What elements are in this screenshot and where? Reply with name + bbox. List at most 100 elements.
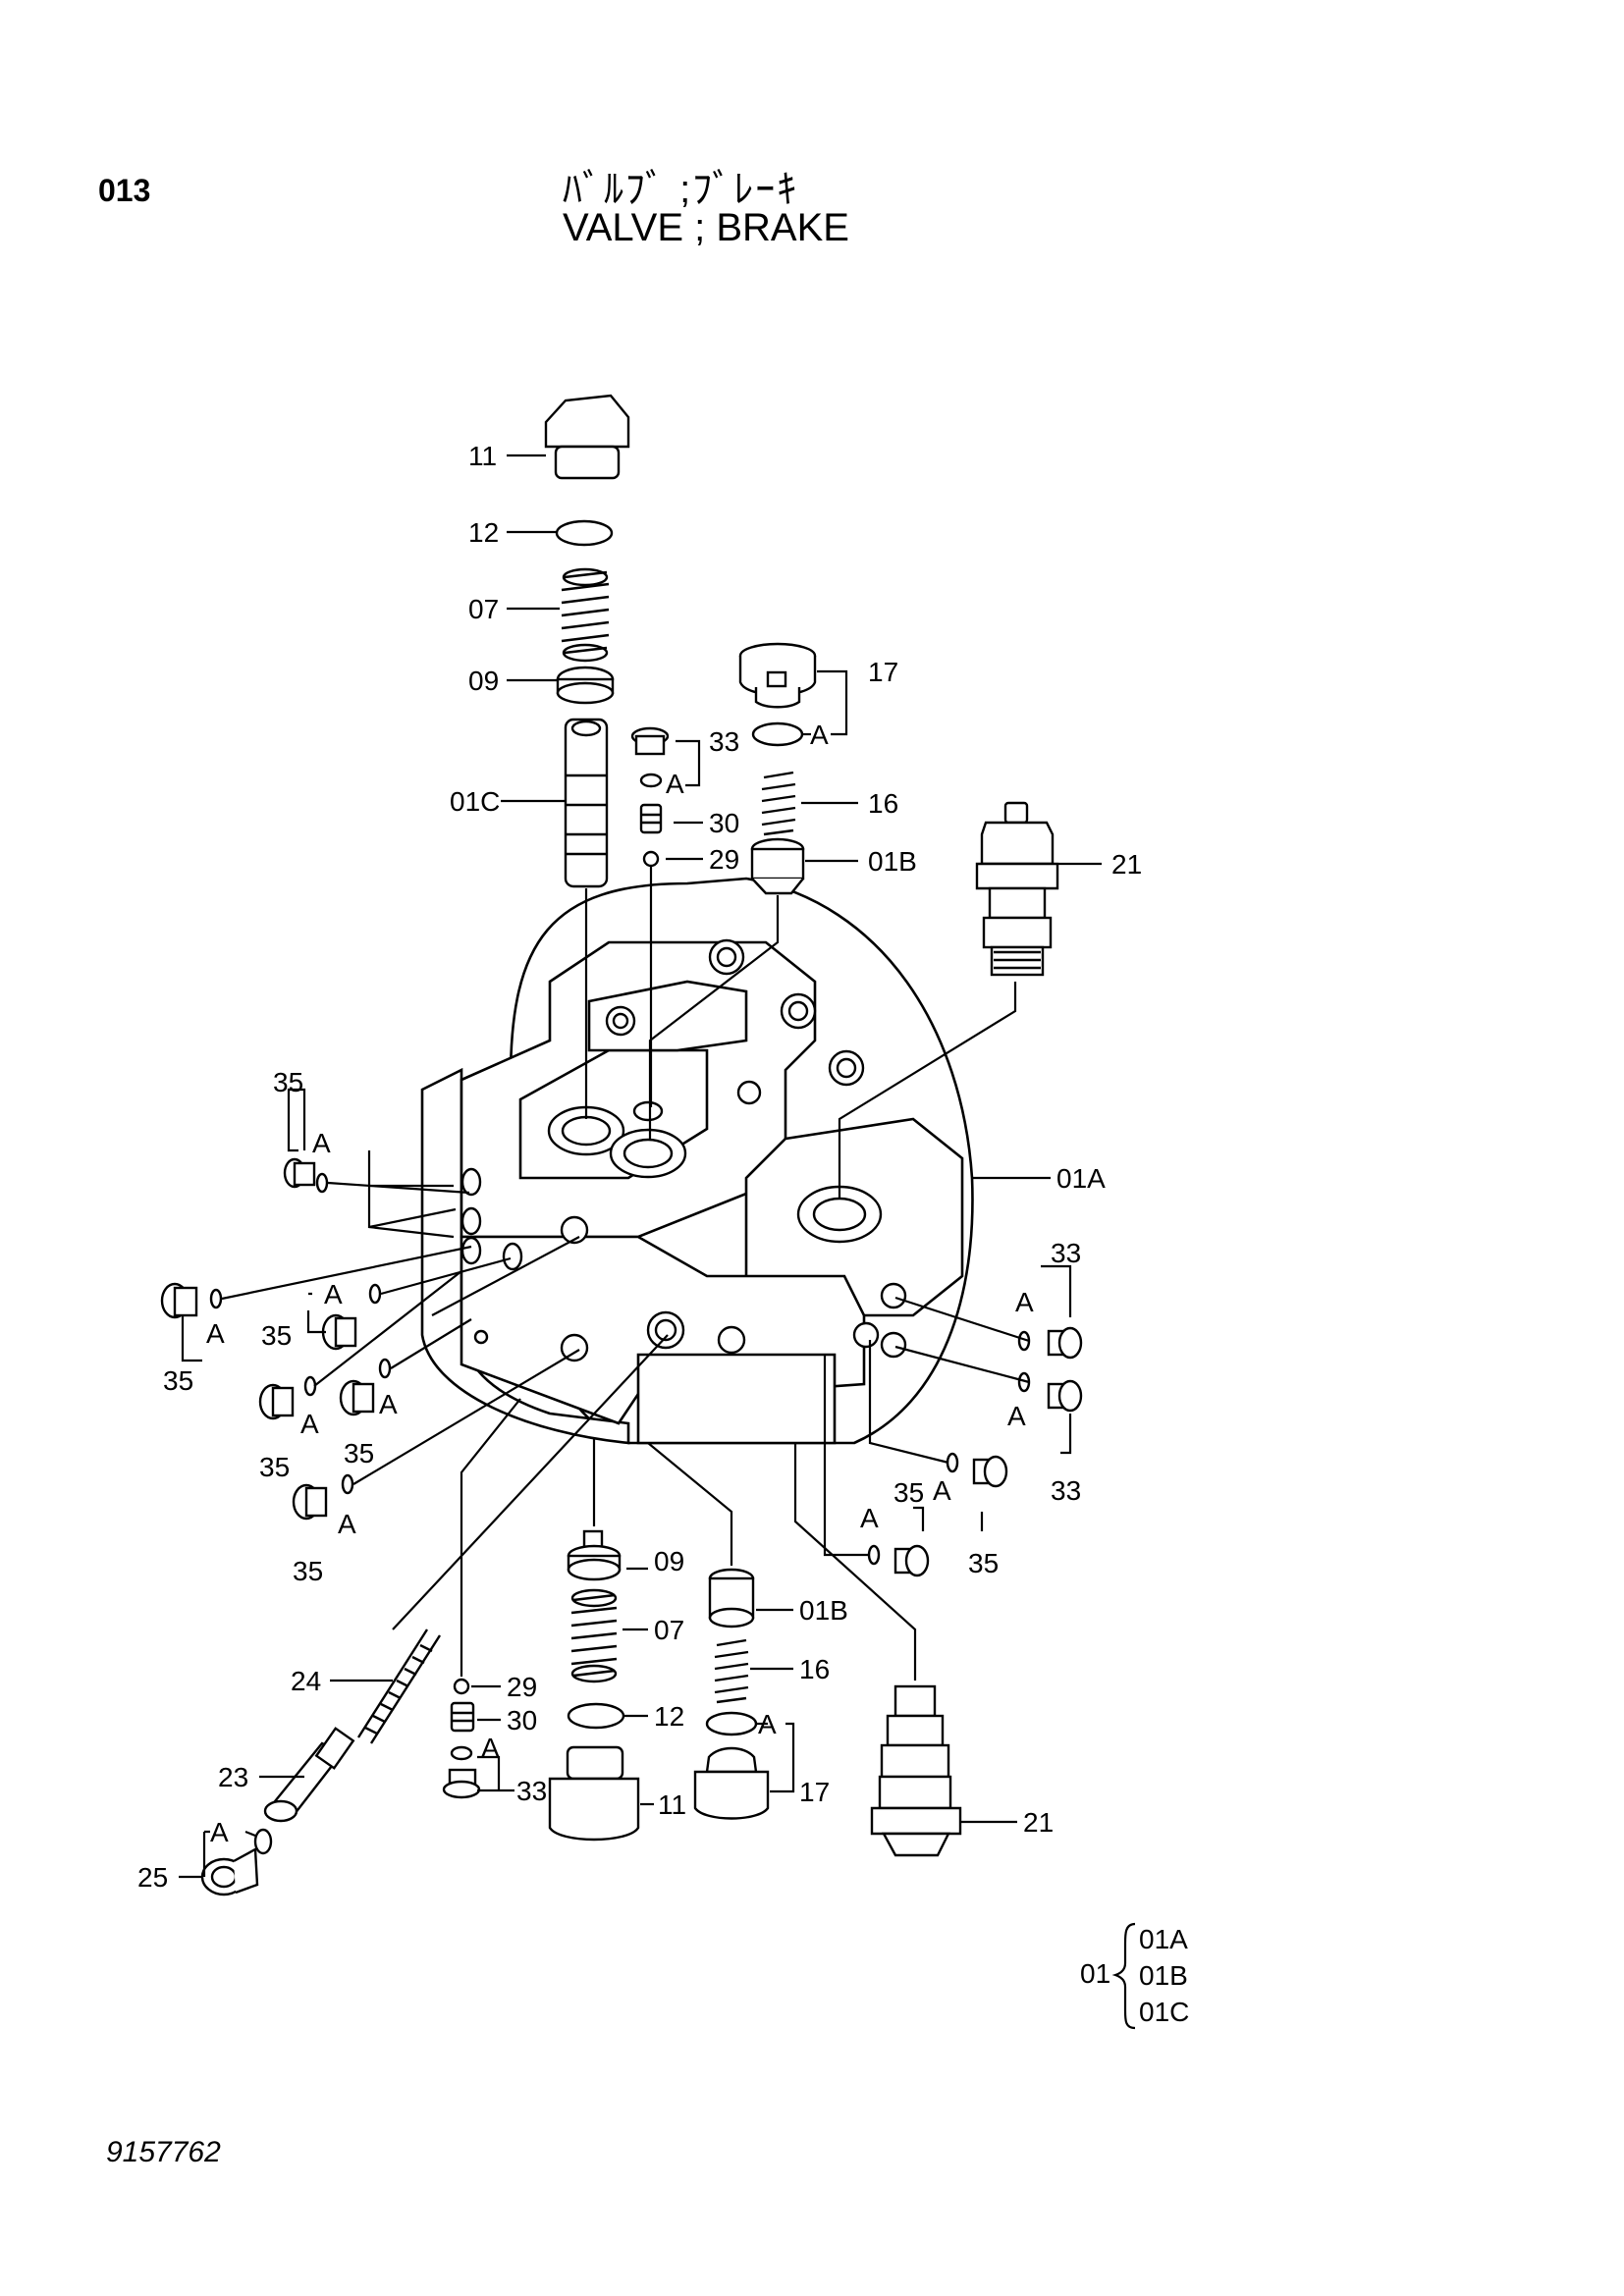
callout-a-left-1: A: [312, 1128, 331, 1158]
callout-23: 23: [218, 1762, 248, 1792]
part-oring-a-17-top: [751, 721, 804, 747]
callout-11-top: 11: [468, 441, 497, 471]
part-35-plug-right-4: [893, 1544, 930, 1577]
legend-child-01b: 01B: [1139, 1960, 1188, 1991]
part-33-plug-right-1: [1047, 1326, 1083, 1360]
part-33-plug-bottom: [442, 1768, 481, 1799]
part-30-plug-top: [639, 803, 663, 834]
callout-25: 25: [137, 1862, 168, 1893]
callout-12-top: 12: [468, 517, 499, 548]
part-24-spring-long: [356, 1629, 442, 1744]
part-oring-a-left-3: [368, 1283, 382, 1305]
part-oring-a-left-6: [341, 1473, 354, 1495]
part-01b-poppet-bottom: [708, 1568, 755, 1629]
callout-09-bottom: 09: [654, 1546, 684, 1576]
callout-35-left-1: 35: [273, 1067, 303, 1097]
part-35-plug-left-4: [258, 1383, 295, 1420]
callout-07-top: 07: [468, 594, 499, 624]
callout-35-left-6: 35: [293, 1556, 323, 1586]
callout-16-top: 16: [868, 788, 898, 819]
part-07-spring-top: [561, 567, 610, 663]
callout-35-right-3: 35: [893, 1477, 924, 1508]
callout-33-right-2: 33: [1051, 1475, 1081, 1506]
callout-a-right-1: A: [1015, 1287, 1034, 1317]
callout-a-left-5: A: [379, 1389, 398, 1419]
legend-child-01a: 01A: [1139, 1924, 1188, 1954]
callout-a-17-bottom: A: [758, 1709, 777, 1739]
part-35-plug-left-5: [339, 1379, 375, 1416]
callout-09-top: 09: [468, 666, 499, 696]
callout-a-left-2: A: [206, 1318, 225, 1349]
part-oring-a-right-3: [946, 1452, 959, 1473]
callout-35-left-2: 35: [163, 1365, 193, 1396]
callout-a-33-bottom: A: [481, 1733, 500, 1763]
callout-35-left-5: 35: [344, 1438, 374, 1468]
callout-35-right-4: 35: [968, 1548, 999, 1578]
callout-a-25: A: [210, 1817, 229, 1847]
callout-30-bottom: 30: [507, 1705, 537, 1735]
part-11-plug-top: [544, 394, 630, 480]
callout-07-bottom: 07: [654, 1615, 684, 1645]
part-35-plug-left-1: [283, 1157, 316, 1189]
part-35-plug-left-3: [321, 1313, 357, 1351]
callout-a-left-4: A: [300, 1409, 319, 1439]
callout-17-top: 17: [868, 657, 898, 687]
part-oring-a-33-top: [639, 773, 663, 788]
part-29-ball-bottom: [453, 1678, 470, 1695]
legend-parent: 01: [1080, 1958, 1110, 1989]
part-11-plug-bottom: [548, 1745, 640, 1842]
part-01c-spool: [564, 718, 609, 888]
part-oring-a-left-1: [315, 1172, 329, 1194]
callout-12-bottom: 12: [654, 1701, 684, 1732]
page-number: 013: [98, 173, 151, 208]
callout-a-left-3: A: [324, 1279, 343, 1309]
part-oring-a-25: [253, 1828, 273, 1855]
part-oring-a-left-2: [209, 1288, 223, 1309]
part-21-relief-valve-top: [975, 801, 1059, 977]
part-30-plug-bottom: [450, 1701, 475, 1733]
callout-29-top: 29: [709, 844, 739, 875]
part-33-plug-top: [630, 726, 670, 756]
title-japanese: ﾊﾞﾙﾌﾞ ;ﾌﾞﾚｰｷ: [563, 168, 799, 211]
valve-body-01a: [420, 877, 974, 1445]
part-01b-poppet-top: [750, 837, 805, 895]
part-25-plug: [200, 1847, 259, 1896]
callout-17-bottom: 17: [799, 1777, 830, 1807]
part-16-spring-bottom: [714, 1638, 749, 1704]
callout-a-left-6: A: [338, 1509, 356, 1539]
part-12-oring-top: [555, 519, 614, 547]
callout-a-17-top: A: [810, 720, 829, 750]
callout-21-top: 21: [1111, 849, 1142, 880]
part-35-plug-right-3: [972, 1455, 1008, 1488]
part-29-ball-top: [642, 850, 660, 868]
part-oring-a-17-bottom: [705, 1711, 758, 1736]
part-07-spring-bottom: [570, 1588, 618, 1683]
callout-01b-top: 01B: [868, 846, 917, 877]
part-oring-a-right-4: [867, 1544, 881, 1566]
callout-35-left-3: 35: [261, 1320, 292, 1351]
callout-a-right-2: A: [1007, 1401, 1026, 1431]
callout-labels: 11 12 07 09 01C 33 A 30 29 17 A 16 01B 2…: [137, 441, 1142, 1893]
callout-21-bottom: 21: [1023, 1807, 1054, 1838]
title-english: VALVE ; BRAKE: [563, 206, 849, 249]
callout-24: 24: [291, 1666, 321, 1696]
callout-11-bottom: 11: [658, 1789, 686, 1820]
part-17-plug-bottom: [693, 1746, 770, 1820]
part-09-seat-bottom: [567, 1529, 622, 1581]
part-35-plug-left-6: [292, 1483, 328, 1521]
part-17-plug-top: [738, 642, 817, 709]
callout-a-right-4: A: [860, 1503, 879, 1533]
callout-01c: 01C: [450, 786, 500, 817]
part-oring-a-33-bottom: [450, 1745, 473, 1761]
callout-33-bottom: 33: [516, 1776, 547, 1806]
callout-01a: 01A: [1056, 1163, 1106, 1194]
legend-child-01c: 01C: [1139, 1997, 1189, 2027]
callout-a-33-top: A: [666, 769, 684, 799]
callout-30-top: 30: [709, 808, 739, 838]
callout-16-bottom: 16: [799, 1654, 830, 1684]
callout-a-right-3: A: [933, 1475, 951, 1506]
callout-35-left-4: 35: [259, 1452, 290, 1482]
part-16-spring-top: [761, 771, 796, 836]
part-oring-a-left-5: [378, 1358, 392, 1379]
